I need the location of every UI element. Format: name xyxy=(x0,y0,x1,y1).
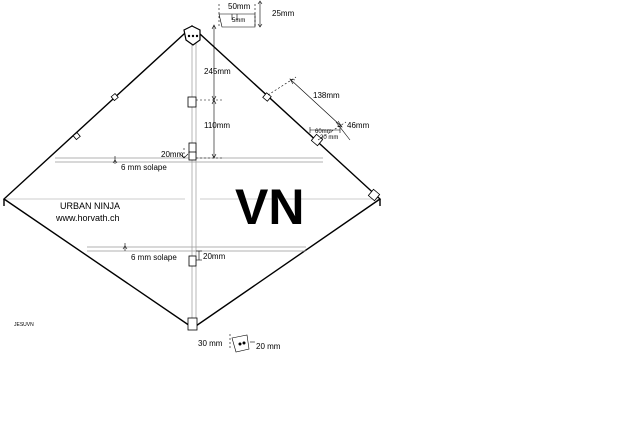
top-dimension xyxy=(218,0,263,28)
construction-lines xyxy=(6,30,378,328)
nose-reinforcement xyxy=(183,25,201,46)
brand-name: URBAN NINJA xyxy=(60,201,120,211)
diagonal-long-label: 138mm xyxy=(313,91,340,100)
lower-slot-dimension xyxy=(196,250,202,261)
top-height-label: 25mm xyxy=(272,9,295,18)
mid-spine-label: 110mm xyxy=(204,121,230,130)
bottom-dimension xyxy=(229,334,255,353)
spine-dimension-lines xyxy=(196,24,222,159)
pocket-inner-label: 20 mm xyxy=(320,135,338,141)
bottom-width-label: 30 mm xyxy=(198,339,223,348)
bottom-side-label: 20 mm xyxy=(256,342,281,351)
top-width-label: 50mm xyxy=(228,2,251,11)
edge-connectors xyxy=(72,92,381,202)
upper-slot-dimension xyxy=(179,148,189,159)
upper-hem-dimension xyxy=(112,156,118,164)
upper-slot-label: 20mm xyxy=(161,150,184,159)
model-label: VN xyxy=(235,179,304,235)
drawing-code: JESUVN xyxy=(14,322,34,328)
pocket-dimension xyxy=(309,121,351,141)
brand-website: www.horvath.ch xyxy=(55,213,120,223)
top-inner-label: 5mm xyxy=(232,18,245,24)
upper-hem-label: 6 mm solape xyxy=(121,163,167,172)
upper-spine-label: 245mm xyxy=(204,67,231,76)
lower-hem-dimension xyxy=(122,243,128,251)
lower-slot-label: 20mm xyxy=(203,252,226,261)
spine-connectors xyxy=(187,96,198,331)
diagonal-dimension xyxy=(267,76,347,141)
pocket-width-label: 60mm xyxy=(315,129,332,135)
pocket-side-label: 46mm xyxy=(347,121,370,130)
lower-hem-label: 6 mm solape xyxy=(131,253,177,262)
